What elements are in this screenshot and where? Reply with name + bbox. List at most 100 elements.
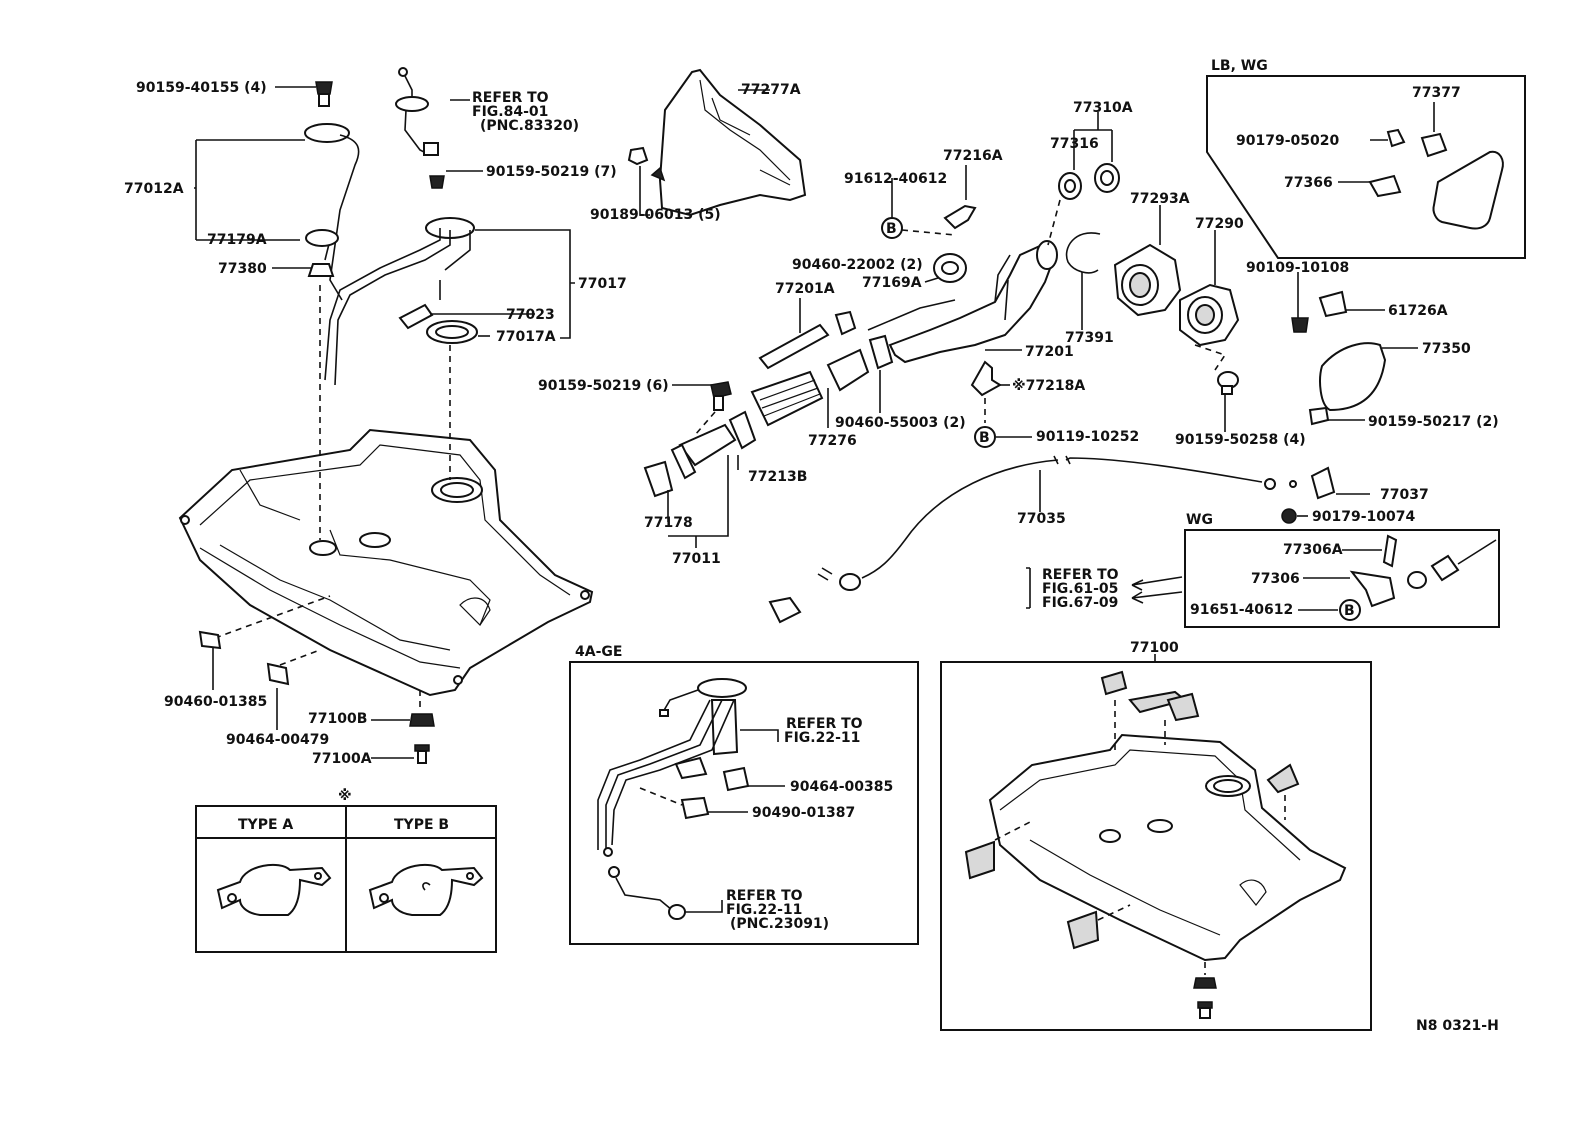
callout-90460-55003: 90460-55003 (2): [835, 415, 966, 431]
callout-90159-50258: 90159-50258 (4): [1175, 432, 1306, 448]
callout-91651-40612: 91651-40612: [1190, 602, 1293, 618]
wg-box: WG 77306A 77306 91651-40612 B: [1184, 512, 1500, 628]
callout-90464-00479: 90464-00479: [226, 732, 329, 748]
callout-77100A: 77100A: [312, 751, 372, 767]
callout-77017: 77017: [578, 276, 627, 292]
wg-label: WG: [1186, 512, 1213, 528]
figure-code: N8 0321-H: [1416, 1018, 1499, 1034]
clip-90460-01385: [198, 630, 222, 650]
callout-77310A: 77310A: [1073, 100, 1133, 116]
bolt-90109-10108: [1291, 317, 1309, 333]
callout-77017A: 77017A: [496, 329, 556, 345]
callout-77377: 77377: [1412, 85, 1461, 101]
callout-90159-40155: 90159-40155 (4): [136, 80, 267, 96]
screw-90159-50217: [1308, 406, 1330, 426]
callout-77035: 77035: [1017, 511, 1066, 527]
callout-77213B: 77213B: [748, 469, 807, 485]
callout-77316: 77316: [1050, 136, 1099, 152]
callout-77179A: 77179A: [207, 232, 267, 248]
fuel-tank-body: [178, 428, 594, 697]
fuel-sender-ref-84-01: [395, 67, 439, 156]
type-b-label: TYPE B: [394, 817, 449, 833]
filler-protector-77277A: [650, 68, 807, 217]
sender-gauge-77012A: [304, 123, 360, 301]
4a-ge-label: 4A-GE: [575, 644, 622, 660]
callout-77216A: 77216A: [943, 148, 1003, 164]
callout-90119-10252: 90119-10252: [1036, 429, 1139, 445]
asterisk-mark: ※: [338, 788, 352, 804]
nut-90179-10074: [1281, 508, 1297, 524]
filler-pipe-77201: [867, 240, 1058, 364]
ref-22-b-line3: (PNC.23091): [730, 916, 829, 932]
callout-90490-01387: 90490-01387: [752, 805, 855, 821]
type-table: ※ TYPE A TYPE B: [195, 788, 497, 953]
fuel-tank-group: [178, 67, 594, 764]
nut-90189-06013: [627, 146, 649, 166]
bolt-77100A: [414, 744, 430, 764]
4a-ge-box: 4A-GE REFER TO FIG.22-11 90464-00385 904…: [569, 644, 919, 945]
clamp-77213B: [728, 410, 757, 450]
type-a-label: TYPE A: [238, 817, 293, 833]
hose-77201A: [758, 323, 830, 370]
callout-77100: 77100: [1130, 640, 1179, 656]
ref-61-line2: FIG.61-05: [1042, 581, 1118, 597]
clamp-90460-22002: [834, 310, 857, 336]
fuel-pump-77017: [324, 175, 478, 386]
bracket-77218A: [970, 360, 1002, 397]
lb-wg-label: LB, WG: [1211, 58, 1268, 74]
seal-ring-77391: [1065, 232, 1101, 274]
type-b-bracket: [368, 863, 484, 916]
filler-housing-77293A: [1113, 243, 1182, 317]
type-a-bracket: [216, 863, 332, 916]
callout-77201A: 77201A: [775, 281, 835, 297]
callout-77277A: 77277A: [741, 82, 801, 98]
callout-77366: 77366: [1284, 175, 1333, 191]
grommet-77169A: [933, 253, 967, 283]
callout-90460-22002: 90460-22002 (2): [792, 257, 923, 273]
callout-77169A: 77169A: [862, 275, 922, 291]
callout-90159-50217: 90159-50217 (2): [1368, 414, 1499, 430]
cap-gasket-77316: [1058, 172, 1082, 200]
nut-77100B: [409, 713, 435, 727]
b-marker-2: B: [974, 426, 996, 448]
ref-22-a-line1: REFER TO: [786, 716, 863, 732]
callout-77012A: 77012A: [124, 181, 184, 197]
callout-77293A: 77293A: [1130, 191, 1190, 207]
callout-77276: 77276: [808, 433, 857, 449]
ref-61-line3: FIG.67-09: [1042, 595, 1118, 611]
ref-84-01-line1: REFER TO: [472, 90, 549, 106]
ref-84-01-line2: FIG.84-01: [472, 104, 548, 120]
ref-61-line1: REFER TO: [1042, 567, 1119, 583]
clamp-77216A: [943, 204, 977, 230]
clip-90460-55003: [826, 334, 894, 392]
tank-77100-box: 77100: [940, 640, 1372, 1031]
callout-77023: 77023: [506, 307, 555, 323]
callout-90460-01385: 90460-01385: [164, 694, 267, 710]
callout-61726A: 61726A: [1388, 303, 1448, 319]
callout-90464-00385: 90464-00385: [790, 779, 893, 795]
callout-77350: 77350: [1422, 341, 1471, 357]
callout-77037: 77037: [1380, 487, 1429, 503]
callout-90189-06013: 90189-06013 (5): [590, 207, 721, 223]
callout-77201: 77201: [1025, 344, 1074, 360]
callout-77306A: 77306A: [1283, 542, 1343, 558]
callout-77100B: 77100B: [308, 711, 367, 727]
callout-91612-40612: 91612-40612: [844, 171, 947, 187]
callout-90159-50219-7: 90159-50219 (7): [486, 164, 617, 180]
callout-77178: 77178: [644, 515, 693, 531]
ref-84-01-line3: (PNC.83320): [480, 118, 579, 134]
cap-77310A: [1094, 163, 1120, 193]
callout-90179-05020: 90179-05020: [1236, 133, 1339, 149]
ref-22-a-line2: FIG.22-11: [784, 730, 860, 746]
filler-neck-77011: [643, 381, 737, 498]
lb-wg-box: LB, WG 77377 90179-05020 77366: [1206, 58, 1526, 259]
bolt-90159-50258: [1217, 371, 1239, 395]
callout-90109-10108: 90109-10108: [1246, 260, 1349, 276]
callout-77380: 77380: [218, 261, 267, 277]
screw-90159-40155: [315, 81, 333, 107]
b-marker-1: B: [881, 217, 903, 239]
callout-77011: 77011: [672, 551, 721, 567]
ref-22-b-line1: REFER TO: [726, 888, 803, 904]
lock-61726A: [1318, 290, 1348, 318]
